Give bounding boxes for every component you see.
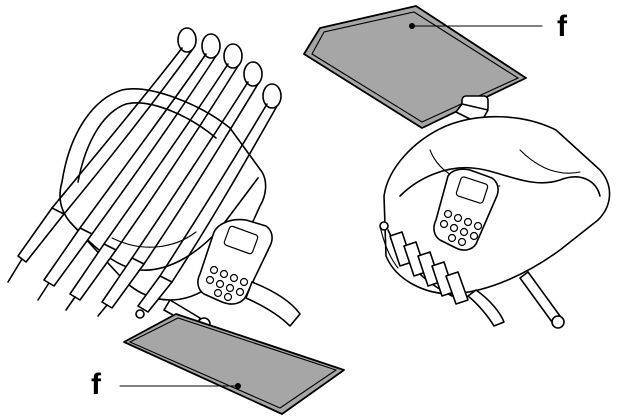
handpiece-1 <box>17 207 65 263</box>
handpiece-3 <box>69 243 117 301</box>
callout-label-left: f <box>91 368 102 401</box>
callout-tray-right: f <box>409 10 568 43</box>
handpiece-5 <box>137 275 173 313</box>
dental-unit-left <box>7 27 345 415</box>
keypad-display-right <box>455 176 489 204</box>
callout-tray-left: f <box>91 368 241 401</box>
keypad-buttons-right <box>439 209 483 247</box>
handpiece-4 <box>101 257 145 309</box>
control-keypad-right <box>433 168 499 251</box>
leader-dot-right <box>409 23 415 29</box>
callout-label-right: f <box>557 10 568 43</box>
handpiece-hoses-left <box>7 27 282 319</box>
tray-left <box>123 313 345 415</box>
dental-unit-right <box>303 5 611 329</box>
holder-5 <box>262 83 282 109</box>
support-arm-right <box>519 271 565 329</box>
handpiece-2 <box>43 227 93 287</box>
keypad-buttons-left <box>205 265 249 302</box>
holder-1 <box>177 27 197 53</box>
leader-dot-left <box>235 383 241 389</box>
holder-2 <box>201 33 221 59</box>
holder-4 <box>243 61 263 87</box>
keypad-display-left <box>223 225 259 255</box>
instrument-holders-right <box>379 221 505 327</box>
holder-3 <box>223 43 243 69</box>
tray-right <box>303 5 527 129</box>
